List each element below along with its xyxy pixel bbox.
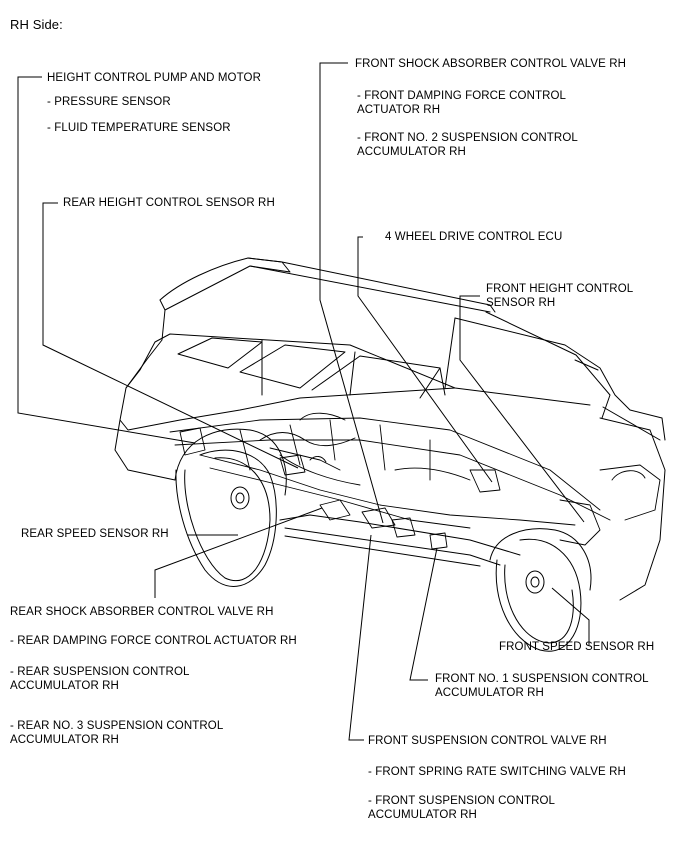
label-rear-no3-accumulator: - REAR NO. 3 SUSPENSION CONTROL ACCUMULA… — [10, 720, 224, 746]
label-pressure-sensor: - PRESSURE SENSOR — [47, 96, 171, 108]
leader-lines — [17, 62, 590, 741]
label-front-shock-absorber-valve: FRONT SHOCK ABSORBER CONTROL VALVE RH — [355, 58, 627, 70]
label-front-no1-accumulator: FRONT NO. 1 SUSPENSION CONTROL ACCUMULAT… — [435, 673, 649, 699]
label-front-height-control-sensor: FRONT HEIGHT CONTROL SENSOR RH — [486, 283, 634, 309]
label-front-suspension-control-valve: FRONT SUSPENSION CONTROL VALVE RH — [368, 735, 607, 747]
label-rear-speed-sensor: REAR SPEED SENSOR RH — [21, 528, 169, 540]
label-front-speed-sensor: FRONT SPEED SENSOR RH — [499, 641, 655, 653]
chassis-frame — [169, 412, 661, 550]
vehicle-body-outline — [114, 257, 666, 601]
label-front-suspension-accumulator: - FRONT SUSPENSION CONTROL ACCUMULATOR R… — [368, 795, 556, 821]
rear-wheel — [174, 428, 287, 587]
label-rear-damping-actuator: - REAR DAMPING FORCE CONTROL ACTUATOR RH — [10, 635, 297, 647]
label-rear-shock-absorber-valve: REAR SHOCK ABSORBER CONTROL VALVE RH — [10, 606, 274, 618]
label-height-control-pump: HEIGHT CONTROL PUMP AND MOTOR — [47, 72, 261, 84]
label-front-damping-actuator: - FRONT DAMPING FORCE CONTROL ACTUATOR R… — [357, 90, 567, 116]
label-4wd-control-ecu: 4 WHEEL DRIVE CONTROL ECU — [385, 231, 563, 243]
diagram-title: RH Side: — [10, 17, 63, 32]
label-front-spring-rate-valve: - FRONT SPRING RATE SWITCHING VALVE RH — [368, 766, 626, 778]
label-fluid-temperature-sensor: - FLUID TEMPERATURE SENSOR — [47, 122, 231, 134]
label-rear-suspension-accumulator: - REAR SUSPENSION CONTROL ACCUMULATOR RH — [10, 666, 190, 692]
label-front-no2-accumulator: - FRONT NO. 2 SUSPENSION CONTROL ACCUMUL… — [357, 132, 578, 158]
label-rear-height-control-sensor: REAR HEIGHT CONTROL SENSOR RH — [63, 197, 275, 209]
front-wheel — [489, 528, 592, 652]
